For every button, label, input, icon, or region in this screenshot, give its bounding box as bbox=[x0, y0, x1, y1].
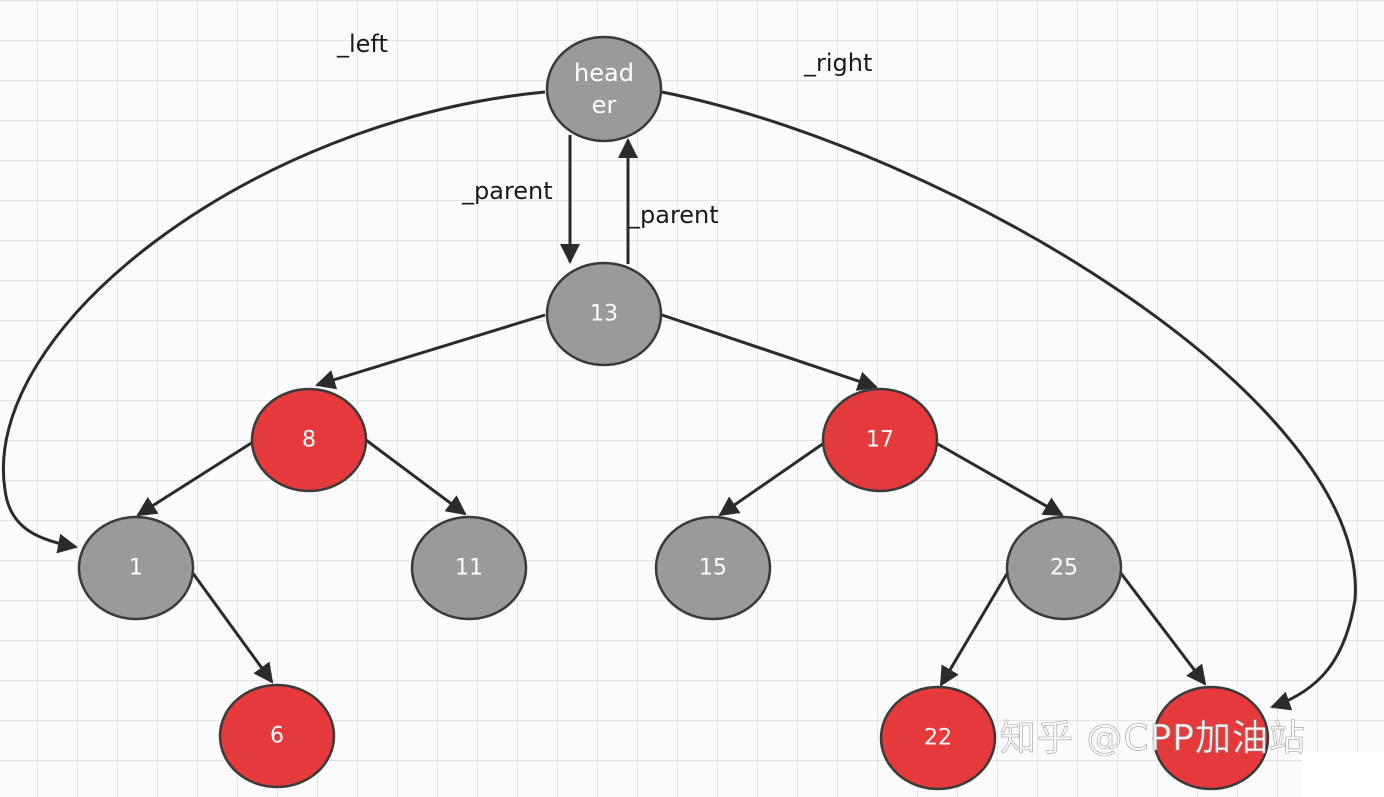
node-6: 6 bbox=[218, 683, 336, 789]
node-11-label: 11 bbox=[455, 556, 483, 581]
edge-8-to-11 bbox=[365, 438, 467, 516]
parent-down-label: _parent bbox=[461, 177, 553, 205]
node-15: 15 bbox=[654, 515, 772, 621]
right-pointer-label: _right bbox=[803, 49, 872, 77]
node-1: 1 bbox=[77, 515, 195, 621]
node-header: head er bbox=[545, 35, 663, 143]
edge-25-to-rightmost bbox=[1118, 571, 1207, 686]
left-pointer-label: _left bbox=[336, 30, 388, 58]
node-22: 22 bbox=[879, 685, 997, 791]
node-22-label: 22 bbox=[924, 726, 952, 751]
node-13: 13 bbox=[545, 261, 663, 367]
watermark-text: 知乎 @CPP加油站 bbox=[1000, 718, 1306, 759]
parent-up-label: _parent bbox=[627, 201, 719, 229]
node-6-label: 6 bbox=[270, 724, 284, 749]
node-header-label-line2: er bbox=[592, 91, 617, 119]
edge-25-to-22 bbox=[939, 571, 1010, 687]
edge-header-right-to-rightmost bbox=[661, 90, 1357, 711]
node-25: 25 bbox=[1005, 515, 1123, 621]
corner-blank-area bbox=[1302, 752, 1384, 797]
node-8: 8 bbox=[250, 387, 368, 493]
node-17: 17 bbox=[821, 387, 939, 493]
node-13-label: 13 bbox=[590, 302, 618, 327]
node-25-label: 25 bbox=[1050, 556, 1078, 581]
edge-17-to-25 bbox=[935, 441, 1064, 517]
edge-1-to-6 bbox=[190, 571, 274, 684]
node-11: 11 bbox=[410, 515, 528, 621]
node-header-label-line1: head bbox=[574, 59, 634, 87]
edge-13-to-8 bbox=[315, 313, 546, 390]
node-15-label: 15 bbox=[699, 556, 727, 581]
edge-13-to-17 bbox=[661, 313, 878, 391]
node-1-label: 1 bbox=[129, 556, 143, 581]
node-rightmost bbox=[1152, 685, 1270, 791]
node-17-label: 17 bbox=[866, 428, 894, 453]
edge-header-left-to-1 bbox=[1, 90, 546, 554]
edge-8-to-1 bbox=[136, 440, 254, 517]
edge-17-to-15 bbox=[718, 441, 825, 517]
node-8-label: 8 bbox=[302, 428, 316, 453]
